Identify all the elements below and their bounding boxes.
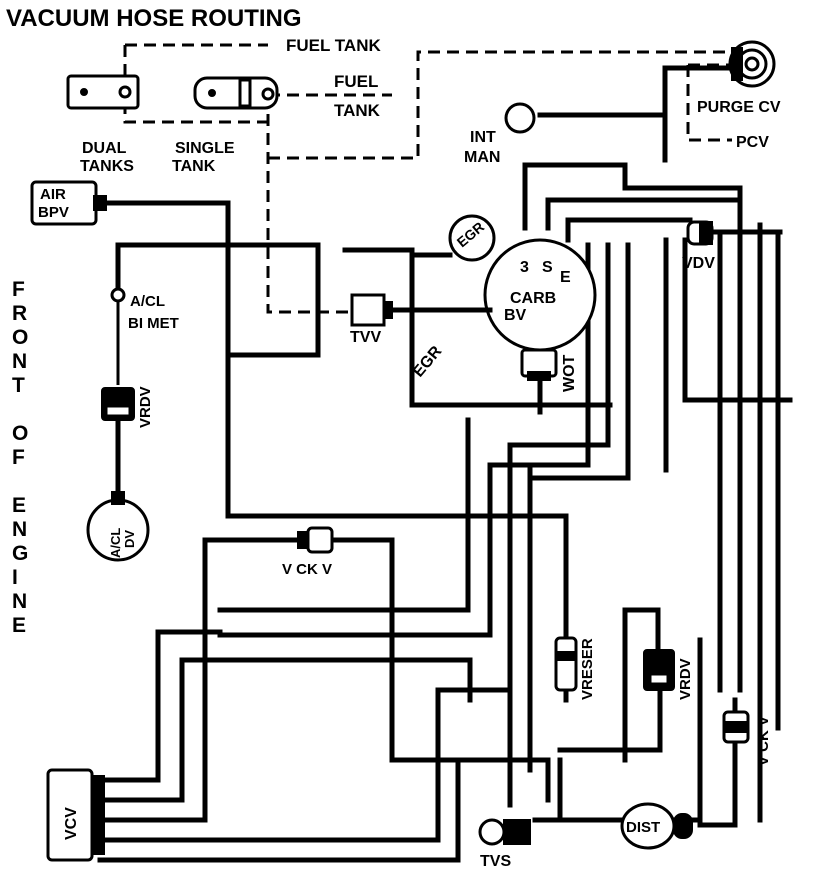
vcv-label: VCV: [63, 807, 80, 840]
carb-port-e-label: E: [560, 269, 571, 286]
dual-tanks-label-2: TANKS: [80, 158, 134, 175]
vckv-mid-valve: [297, 526, 334, 554]
vckv-right-label: V CK V: [755, 716, 772, 766]
single-tank-label-1: SINGLE: [175, 140, 235, 157]
side-label-glyph: R: [12, 302, 27, 325]
single-tank-label-2: TANK: [172, 158, 216, 175]
purge-cv-label: PURGE CV: [697, 99, 781, 116]
vrdv-left-label: VRDV: [137, 386, 154, 428]
side-label-glyph: T: [12, 374, 25, 397]
dual-tanks-label-1: DUAL: [82, 140, 127, 157]
fuel-tank-right-label-2: TANK: [334, 101, 381, 120]
side-label-glyph: E: [12, 614, 26, 637]
side-label-glyph: G: [12, 542, 28, 565]
side-label-glyph: O: [12, 422, 28, 445]
single-tank-bracket: [193, 76, 279, 110]
vdv-valve: [686, 220, 714, 246]
vacuum-hoses: [97, 65, 793, 863]
side-label-glyph: E: [12, 494, 26, 517]
int-man-port: [504, 102, 536, 134]
tvv-valve: [350, 293, 493, 327]
purge-cv-valve: [728, 40, 776, 88]
wot-label: WOT: [561, 354, 578, 392]
dual-tanks-bracket: [66, 74, 140, 110]
acl-dv-label-2: DV: [122, 530, 137, 548]
side-label-glyph: N: [12, 518, 27, 541]
egr-line-label: EGR: [410, 343, 446, 381]
air-bpv-valve: AIR BPV: [30, 180, 107, 226]
fuel-tank-right-label-1: FUEL: [334, 72, 378, 91]
distributor-vacuum-unit: [620, 802, 693, 850]
vreser-reservoir: [554, 636, 578, 692]
tvs-label: TVS: [480, 853, 511, 870]
dist-label: DIST: [626, 819, 660, 836]
air-bpv-label-1: AIR: [40, 186, 66, 203]
acl-bimet-sensor: [110, 287, 126, 303]
carb-port-bv-label: BV: [504, 307, 527, 324]
acl-bimet-label-1: A/CL: [130, 293, 165, 310]
vdv-label: VDV: [682, 255, 715, 272]
side-label-glyph: O: [12, 326, 28, 349]
vckv-mid-label: V CK V: [282, 561, 332, 578]
tvs-switch: [478, 818, 531, 846]
vckv-right-valve: [722, 710, 750, 744]
diagram-title: VACUUM HOSE ROUTING: [6, 5, 302, 32]
acl-dv-label-1: A/CL: [108, 528, 123, 558]
pcv-label: PCV: [736, 134, 769, 151]
side-label-glyph: N: [12, 590, 27, 613]
side-label-glyph: F: [12, 446, 25, 469]
int-man-label-2: MAN: [464, 149, 500, 166]
vrdv-left-valve: [101, 387, 135, 421]
vcv-valve: [46, 768, 105, 862]
wot-switch: [520, 348, 558, 381]
vrdv-right-label: VRDV: [677, 658, 694, 700]
fuel-tank-top-label: FUEL TANK: [286, 36, 381, 55]
carb-port-3-label: 3: [520, 259, 529, 276]
int-man-label-1: INT: [470, 129, 496, 146]
tvv-label: TVV: [350, 329, 381, 346]
acl-dv-diaphragm: [86, 491, 150, 562]
air-bpv-label-2: BPV: [38, 204, 69, 221]
fuel-tank-dashed-lines: [123, 43, 735, 314]
side-label-glyph: N: [12, 350, 27, 373]
vrdv-right-valve: [643, 649, 675, 691]
egr-valve: [448, 214, 496, 262]
side-label-glyph: I: [12, 566, 18, 589]
vreser-label: VRESER: [579, 638, 596, 700]
acl-bimet-label-2: BI MET: [128, 315, 179, 332]
carb-label: CARB: [510, 290, 556, 307]
side-label-glyph: F: [12, 278, 25, 301]
carb-port-s-label: S: [542, 259, 553, 276]
